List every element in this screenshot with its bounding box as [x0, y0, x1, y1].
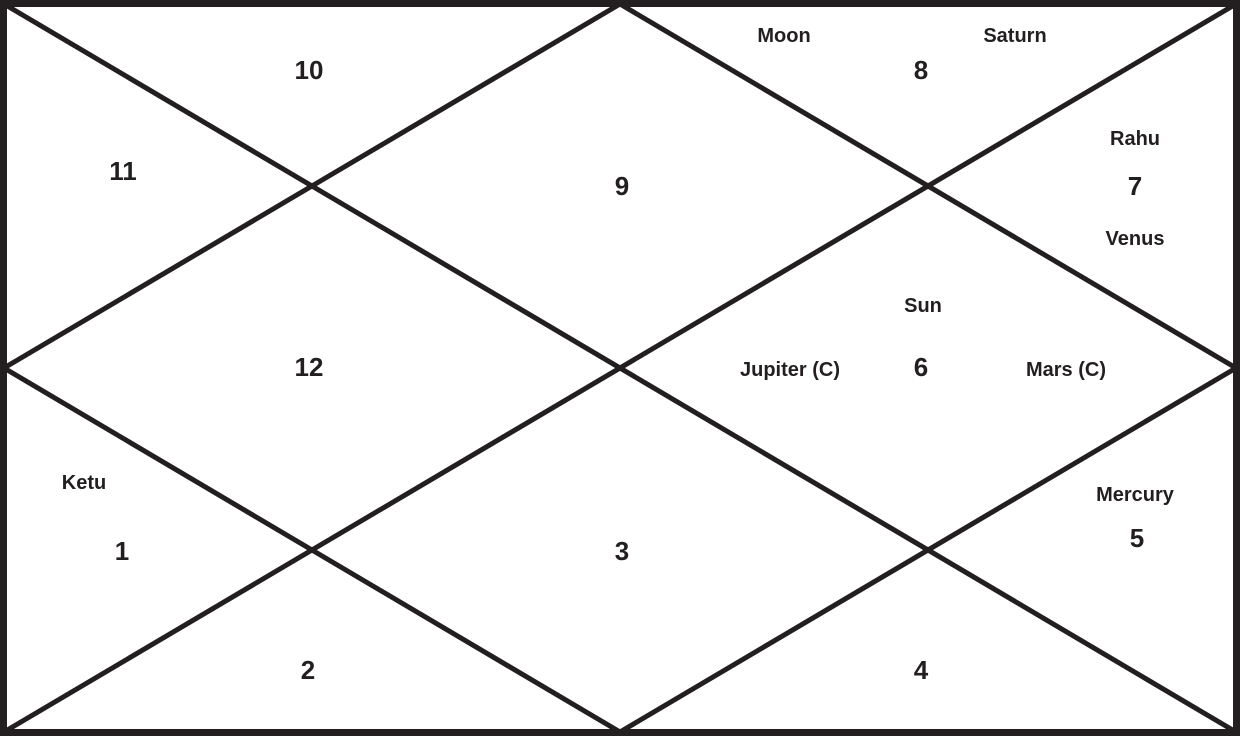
- house-12-number: 12: [295, 352, 324, 382]
- planet-mars: Mars (C): [1026, 359, 1106, 381]
- house-7-number: 7: [1128, 171, 1142, 201]
- planet-moon: Moon: [757, 25, 810, 47]
- house-3-number: 3: [615, 536, 629, 566]
- planet-mercury: Mercury: [1096, 484, 1175, 506]
- house-1-number: 1: [115, 536, 129, 566]
- house-6-number: 6: [914, 352, 928, 382]
- diamond-edge-top-right: [618, 1, 1238, 371]
- house-2-number: 2: [301, 655, 315, 685]
- house-4-number: 4: [914, 655, 929, 685]
- planet-sun: Sun: [904, 295, 942, 317]
- house-11-number: 11: [109, 156, 137, 186]
- planet-venus: Venus: [1106, 228, 1165, 250]
- planet-rahu: Rahu: [1110, 128, 1160, 150]
- diamond-edge-bottom-right: [618, 365, 1238, 735]
- house-8-number: 8: [914, 55, 928, 85]
- diamond-edge-top-left: [2, 1, 622, 371]
- house-5-number: 5: [1130, 523, 1144, 553]
- planet-saturn: Saturn: [983, 25, 1046, 47]
- planet-jupiter: Jupiter (C): [740, 359, 840, 381]
- house-9-number: 9: [615, 171, 629, 201]
- house-10-number: 10: [295, 55, 324, 85]
- diamond-edge-bottom-left: [2, 365, 622, 735]
- planet-ketu: Ketu: [62, 472, 106, 494]
